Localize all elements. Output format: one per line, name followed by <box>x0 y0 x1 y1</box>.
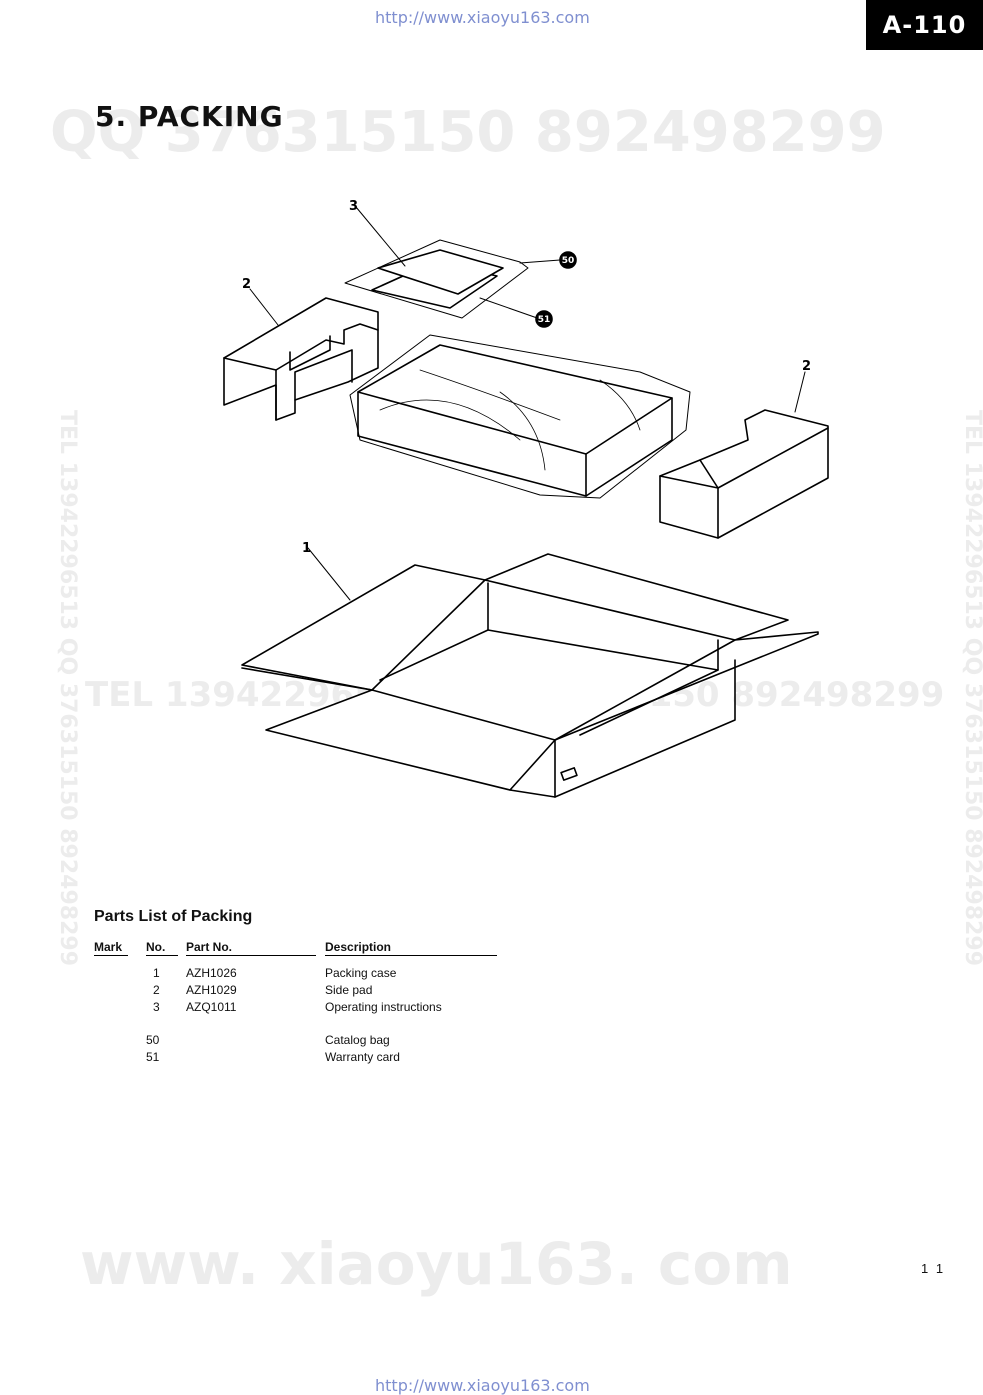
header-part-no: Part No. <box>186 940 233 954</box>
rule-no <box>146 955 178 956</box>
row-no: 51 <box>146 1050 160 1064</box>
row-part-no: AZQ1011 <box>186 1000 237 1014</box>
rule-mark <box>94 955 128 956</box>
header-no: No. <box>146 940 166 954</box>
callout-50: 50 <box>562 256 575 266</box>
callout-50-marker <box>559 251 577 269</box>
packing-diagram: 3 2 2 1 50 51 <box>223 199 829 798</box>
rule-part-no <box>186 955 316 956</box>
callout-2-left: 2 <box>242 277 251 292</box>
side-pad-left <box>223 288 379 421</box>
callout-2-right: 2 <box>802 359 811 374</box>
watermark-vertical-right: TEL 13942296513 QQ 376315150 892498299 <box>960 410 983 967</box>
watermark-vertical-left: TEL 13942296513 QQ 376315150 892498299 <box>55 410 80 967</box>
row-description: Warranty card <box>325 1050 400 1064</box>
header-mark: Mark <box>94 940 123 954</box>
row-part-no: AZH1026 <box>186 966 237 980</box>
page-number: 1 1 <box>921 1261 946 1276</box>
callout-3: 3 <box>349 199 358 214</box>
section-title: 5. PACKING <box>95 100 284 133</box>
watermark-top: QQ 376315150 892498299 <box>50 100 886 165</box>
row-part-no: AZH1029 <box>186 983 237 997</box>
source-url-top[interactable]: http://www.xiaoyu163.com <box>375 8 590 27</box>
row-no: 2 <box>153 983 160 997</box>
amplifier-in-plastic-bag <box>349 334 691 499</box>
row-description: Packing case <box>325 966 397 980</box>
header-description: Description <box>325 940 392 954</box>
row-no: 3 <box>153 1000 160 1014</box>
row-description: Catalog bag <box>325 1033 390 1047</box>
row-description: Side pad <box>325 983 373 997</box>
row-no: 50 <box>146 1033 160 1047</box>
callout-51-marker <box>535 310 553 328</box>
packing-case <box>241 547 819 798</box>
parts-list-title: Parts List of Packing <box>94 908 253 925</box>
row-description: Operating instructions <box>325 1000 442 1014</box>
watermark-bottom: www. xiaoyu163. com <box>80 1230 793 1298</box>
row-no: 1 <box>153 966 160 980</box>
rule-description <box>325 955 497 956</box>
catalog-bag-assembly <box>344 206 577 328</box>
callout-51: 51 <box>538 315 551 325</box>
callout-1: 1 <box>302 541 311 556</box>
side-pad-right <box>659 371 829 539</box>
model-badge: A-110 <box>866 0 983 50</box>
source-url-bottom[interactable]: http://www.xiaoyu163.com <box>375 1376 590 1395</box>
